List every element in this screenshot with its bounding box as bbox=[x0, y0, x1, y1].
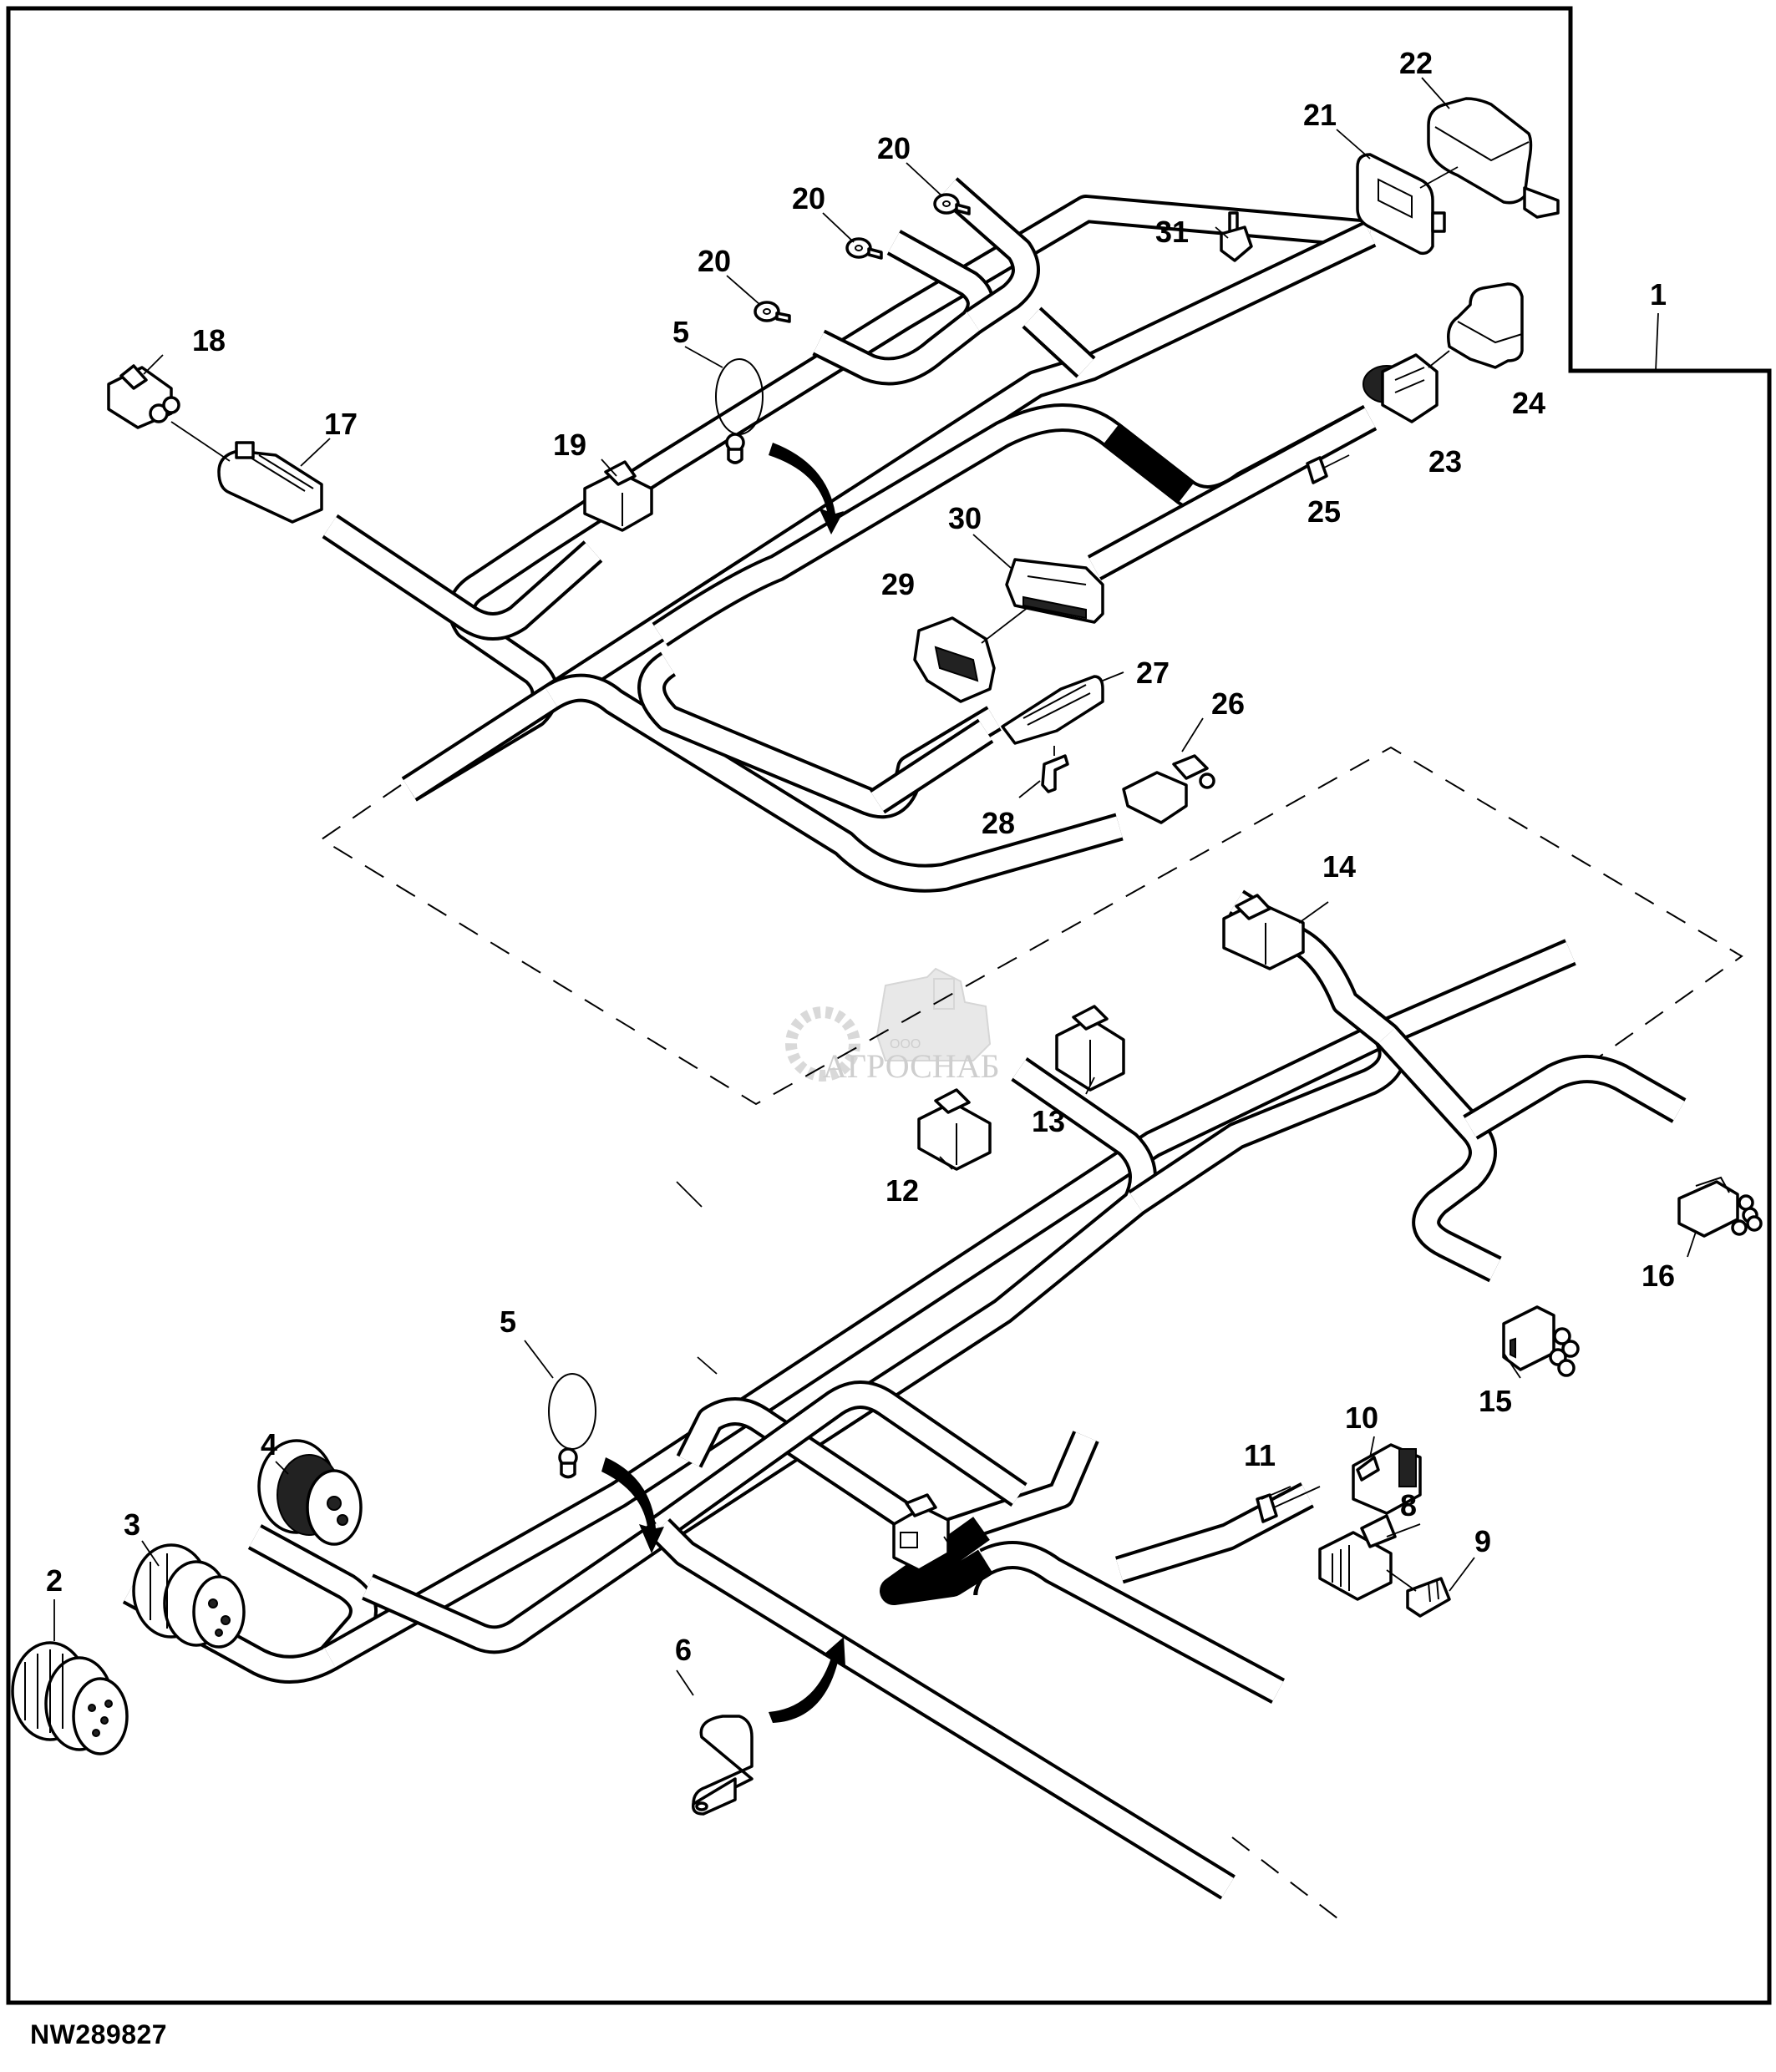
watermark-prefix: ООО bbox=[890, 1037, 921, 1051]
callout-19: 19 bbox=[553, 428, 586, 462]
callout-26: 26 bbox=[1211, 686, 1245, 721]
callout-13: 13 bbox=[1032, 1104, 1065, 1138]
connector-14[interactable] bbox=[1222, 894, 1305, 970]
callout-3: 3 bbox=[124, 1507, 140, 1542]
callout-31: 31 bbox=[1155, 215, 1189, 249]
connector-lock-28[interactable] bbox=[1041, 746, 1069, 793]
callout-11: 11 bbox=[1244, 1438, 1276, 1472]
harness-clamp-6[interactable] bbox=[692, 1715, 754, 1816]
callout-20-upper: 20 bbox=[877, 131, 911, 165]
callout-16: 16 bbox=[1642, 1259, 1675, 1293]
connector-26[interactable] bbox=[1122, 754, 1215, 824]
ring-terminal-20c[interactable] bbox=[933, 193, 971, 215]
callout-25: 25 bbox=[1307, 494, 1341, 529]
connector-cover-24[interactable] bbox=[1447, 282, 1524, 369]
callout-4: 4 bbox=[261, 1427, 277, 1462]
callout-29: 29 bbox=[881, 567, 915, 601]
connector-lock-9[interactable] bbox=[1406, 1577, 1451, 1618]
connector-13[interactable] bbox=[1055, 1005, 1125, 1092]
callout-15: 15 bbox=[1479, 1384, 1512, 1418]
callout-20-middle: 20 bbox=[792, 181, 825, 215]
install-arrow-upper bbox=[769, 443, 844, 534]
inline-connector-27[interactable] bbox=[1001, 675, 1104, 745]
ring-terminal-20b[interactable] bbox=[845, 237, 883, 260]
connector-7[interactable] bbox=[892, 1493, 950, 1572]
callout-23: 23 bbox=[1428, 444, 1462, 479]
callout-24: 24 bbox=[1512, 386, 1545, 420]
diagram-frame bbox=[6, 6, 1772, 2005]
connector-10[interactable] bbox=[1352, 1443, 1422, 1515]
callout-18: 18 bbox=[192, 323, 226, 357]
push-pin-25[interactable] bbox=[1306, 454, 1350, 484]
connector-19[interactable] bbox=[583, 460, 653, 532]
connector-16[interactable] bbox=[1677, 1176, 1763, 1238]
push-pin-31[interactable] bbox=[1220, 211, 1253, 262]
cable-tie-5-lower[interactable] bbox=[548, 1373, 596, 1479]
callout-17: 17 bbox=[324, 407, 358, 441]
watermark-name: АГРОСНАБ bbox=[823, 1047, 1000, 1085]
install-arrow-lower bbox=[601, 1457, 664, 1553]
leader-1 bbox=[1655, 312, 1659, 372]
push-pin-11[interactable] bbox=[1256, 1486, 1321, 1523]
connector-12[interactable] bbox=[917, 1088, 992, 1171]
callout-14: 14 bbox=[1322, 849, 1356, 884]
callout-1: 1 bbox=[1650, 277, 1667, 312]
inline-connector-17[interactable] bbox=[217, 441, 323, 524]
mating-connector-18[interactable] bbox=[107, 364, 180, 429]
callout-5-lower: 5 bbox=[500, 1304, 516, 1339]
callout-labels: 1 2 3 4 5 5 6 7 8 9 10 11 12 13 14 15 16… bbox=[46, 46, 1675, 1667]
watermark-logo: ООО АГРОСНАБ bbox=[785, 967, 1000, 1085]
callout-7: 7 bbox=[969, 1568, 986, 1602]
leader-18-17 bbox=[170, 421, 231, 462]
dashed-guide-upper bbox=[320, 746, 1743, 1106]
callout-5-upper: 5 bbox=[672, 315, 689, 349]
figure-id: NW289827 bbox=[30, 2019, 168, 2049]
connector-8[interactable] bbox=[1318, 1514, 1397, 1601]
round-connector-3[interactable] bbox=[132, 1543, 246, 1649]
mating-connector-29[interactable] bbox=[913, 616, 996, 703]
relay-22[interactable] bbox=[1427, 97, 1560, 219]
leader-lines bbox=[53, 77, 1697, 1696]
callout-6: 6 bbox=[675, 1633, 692, 1667]
upper-harness bbox=[322, 177, 1378, 893]
cable-tie-5-upper[interactable] bbox=[715, 358, 764, 464]
callout-9: 9 bbox=[1474, 1524, 1491, 1558]
callout-12: 12 bbox=[885, 1173, 919, 1208]
callout-22: 22 bbox=[1399, 46, 1433, 80]
callout-28: 28 bbox=[982, 806, 1015, 840]
callout-20-lower: 20 bbox=[698, 244, 731, 278]
multi-pin-connector-30[interactable] bbox=[1005, 558, 1104, 624]
callout-10: 10 bbox=[1345, 1401, 1378, 1435]
lower-harness bbox=[122, 889, 1687, 1900]
callout-21: 21 bbox=[1303, 98, 1337, 132]
connector-15[interactable] bbox=[1502, 1305, 1580, 1377]
callout-27: 27 bbox=[1136, 656, 1170, 690]
round-connector-2[interactable] bbox=[11, 1641, 129, 1755]
callout-8: 8 bbox=[1400, 1488, 1417, 1522]
callout-30: 30 bbox=[948, 501, 982, 535]
ring-terminal-20a[interactable] bbox=[754, 301, 791, 323]
dashed-guide-lower bbox=[1231, 1836, 1342, 1922]
connector-23[interactable] bbox=[1362, 353, 1439, 423]
callout-2: 2 bbox=[46, 1563, 63, 1598]
install-arrow-clamp bbox=[769, 1637, 845, 1723]
relay-socket-21[interactable] bbox=[1356, 153, 1446, 256]
